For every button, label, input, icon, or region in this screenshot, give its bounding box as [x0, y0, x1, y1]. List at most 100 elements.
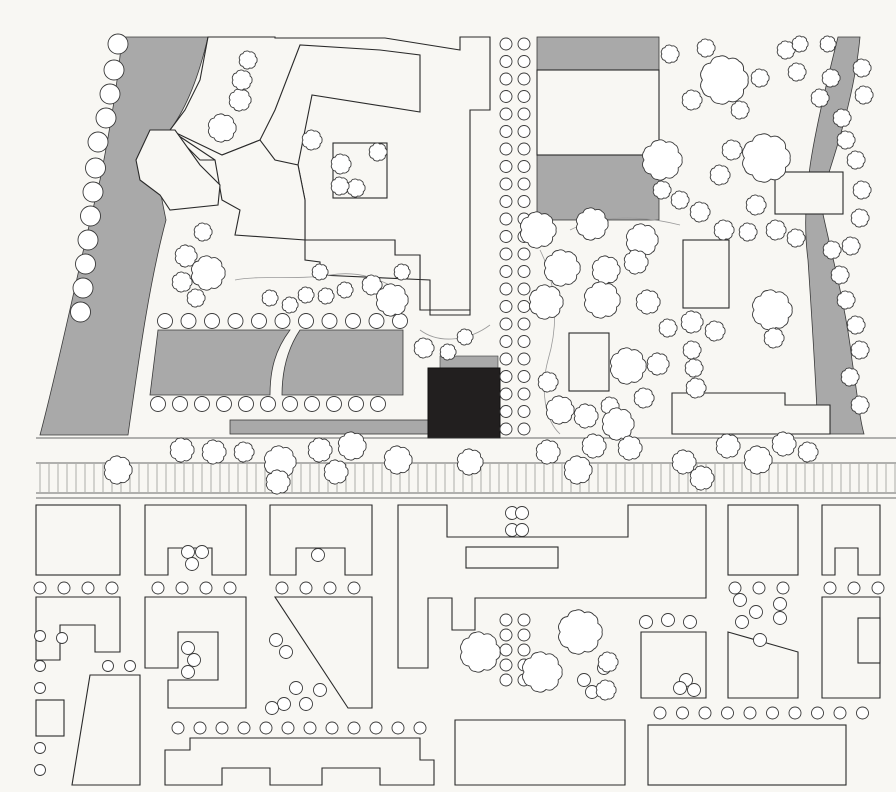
tree-canopy [822, 240, 842, 260]
street-tree [517, 247, 531, 261]
street-tree [223, 581, 237, 595]
street-tree [499, 72, 513, 86]
street-tree [517, 37, 531, 51]
street-tree [517, 422, 531, 436]
street-tree [517, 387, 531, 401]
tree-canopy [830, 265, 850, 285]
tree-canopy [413, 337, 435, 359]
street-tree [413, 721, 427, 735]
south-block-6 [821, 504, 881, 576]
street-tree [199, 581, 213, 595]
street-tree [773, 611, 787, 625]
street-tree [833, 706, 847, 720]
street-tree [77, 229, 99, 251]
street-tree [499, 335, 513, 348]
street-tree [33, 581, 47, 595]
street-tree [227, 313, 244, 329]
street-tree [326, 396, 342, 412]
street-tree [369, 721, 383, 735]
tree-canopy [633, 387, 655, 409]
street-tree [87, 131, 109, 153]
street-tree [499, 90, 513, 103]
street-tree [499, 405, 513, 418]
buildings-south [35, 504, 881, 786]
street-tree [347, 721, 361, 735]
street-tree [70, 301, 91, 323]
street-tree [517, 628, 531, 642]
street-tree [238, 396, 254, 412]
street-tree [743, 706, 757, 720]
street-tree [251, 313, 267, 329]
south-block-13 [454, 719, 626, 786]
tree-canopy [738, 222, 758, 242]
street-tree [687, 683, 701, 697]
highlight-building[interactable] [427, 367, 501, 439]
street-tree [676, 706, 689, 720]
street-tree [517, 613, 531, 627]
street-tree [661, 613, 675, 627]
street-tree [216, 396, 232, 412]
street-tree [698, 706, 712, 720]
street-tree [265, 701, 279, 715]
tree-canopy [742, 133, 791, 183]
street-tree [517, 370, 531, 383]
street-tree [517, 335, 531, 348]
street-tree [392, 313, 408, 329]
tree-canopy [528, 284, 564, 320]
street-tree [721, 706, 734, 720]
street-tree [82, 181, 104, 203]
street-tree [776, 581, 790, 595]
street-tree [34, 660, 46, 672]
tree-canopy [519, 211, 557, 249]
street-tree [103, 59, 125, 81]
street-tree [325, 721, 339, 735]
street-tree [517, 300, 531, 313]
street-tree [499, 628, 513, 642]
street-tree [124, 660, 136, 672]
tree-canopy [307, 437, 333, 463]
tree-canopy [709, 164, 731, 186]
tree-canopy [743, 445, 773, 475]
street-tree [499, 352, 513, 366]
tree-canopy [670, 190, 690, 210]
street-tree [517, 317, 531, 331]
tree-canopy [231, 69, 253, 91]
tree-canopy [840, 367, 860, 387]
tree-canopy [317, 287, 335, 305]
court-east [281, 329, 404, 396]
tree-canopy [103, 455, 133, 485]
street-tree [735, 615, 749, 629]
tree-canopy [265, 469, 291, 495]
street-tree [499, 160, 513, 173]
tree-canopy [852, 58, 872, 78]
street-tree [499, 212, 513, 226]
street-tree [811, 706, 824, 720]
tree-canopy [601, 407, 635, 441]
parking-strip [229, 419, 431, 435]
street-tree [499, 177, 513, 191]
tree-canopy [228, 88, 252, 112]
tree-canopy [671, 449, 697, 475]
street-tree [274, 313, 291, 329]
tree-canopy [537, 371, 559, 393]
tree-canopy [456, 448, 484, 476]
tree-canopy [558, 609, 603, 655]
tree-canopy [658, 318, 678, 338]
street-tree [517, 643, 531, 657]
street-tree [181, 545, 195, 559]
street-tree [193, 721, 207, 735]
street-tree [171, 721, 185, 735]
street-tree [847, 581, 861, 595]
street-tree [499, 658, 513, 672]
street-tree [34, 742, 46, 754]
street-tree [187, 653, 201, 667]
street-tree [673, 681, 687, 695]
tree-canopy [301, 129, 323, 151]
tree-canopy [850, 395, 870, 415]
block-north-a [536, 69, 660, 156]
tree-canopy [646, 352, 670, 376]
tree-canopy [368, 142, 388, 162]
tree-canopy [715, 433, 741, 459]
tree-canopy [787, 62, 807, 82]
